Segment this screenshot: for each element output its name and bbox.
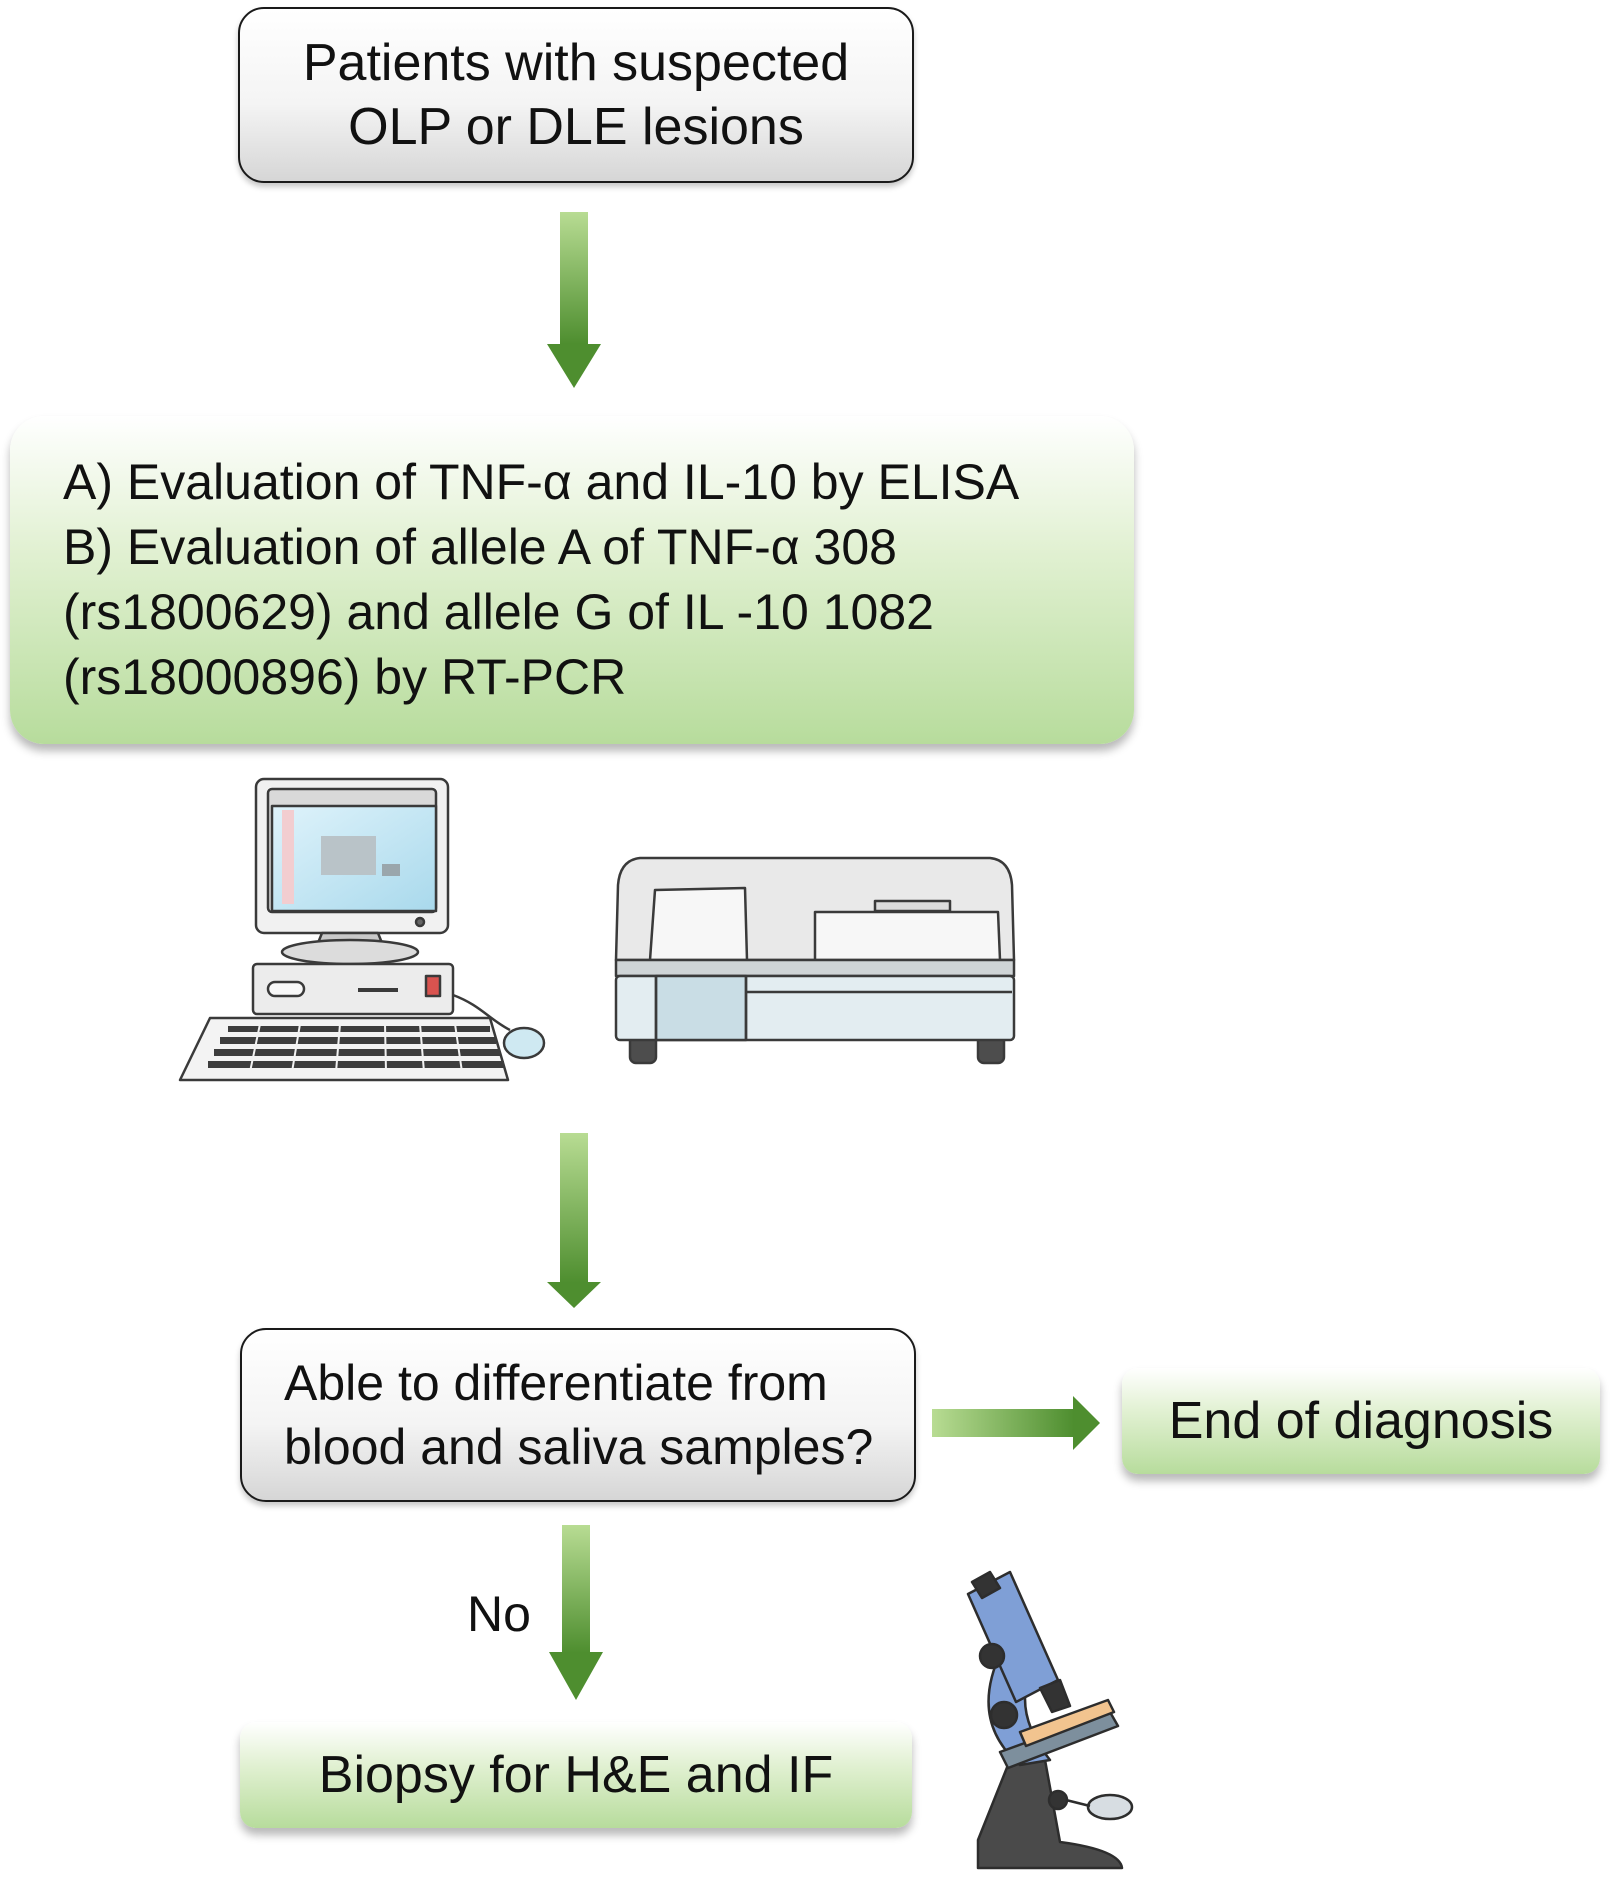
node-biopsy-line-1: Biopsy for H&E and IF — [318, 1746, 834, 1804]
node-evaluation-line-4: (rs18000896) by RT-PCR — [63, 649, 627, 705]
node-start: Patients with suspected OLP or DLE lesio… — [238, 7, 914, 183]
node-end: End of diagnosis — [1122, 1368, 1600, 1474]
node-evaluation-line-1: A) Evaluation of TNF-α and IL-10 by ELIS… — [63, 454, 1020, 510]
node-decision-line-1: Able to differentiate from — [284, 1355, 828, 1411]
node-evaluation: A) Evaluation of TNF-α and IL-10 by ELIS… — [10, 416, 1134, 744]
node-decision-line-2: blood and saliva samples? — [284, 1419, 874, 1475]
microscope-icon — [966, 1570, 1134, 1870]
arrow-decision-to-end — [932, 1396, 1100, 1450]
node-start-line-2: OLP or DLE lesions — [348, 98, 804, 156]
node-evaluation-line-3: (rs1800629) and allele G of IL -10 1082 — [63, 584, 934, 640]
node-end-line-1: End of diagnosis — [1168, 1392, 1554, 1450]
node-decision: Able to differentiate from blood and sal… — [240, 1328, 916, 1502]
edge-label-no: No — [467, 1586, 531, 1642]
spectrophotometer-icon — [614, 856, 1016, 1065]
arrow-equipment-to-decision — [547, 1133, 601, 1308]
node-biopsy: Biopsy for H&E and IF — [240, 1722, 912, 1828]
arrow-decision-to-biopsy — [549, 1525, 603, 1700]
arrow-start-to-evaluation — [547, 212, 601, 388]
node-start-line-1: Patients with suspected — [302, 34, 850, 92]
node-evaluation-line-2: B) Evaluation of allele A of TNF-α 308 — [63, 519, 897, 575]
desktop-computer-icon — [178, 777, 546, 1082]
